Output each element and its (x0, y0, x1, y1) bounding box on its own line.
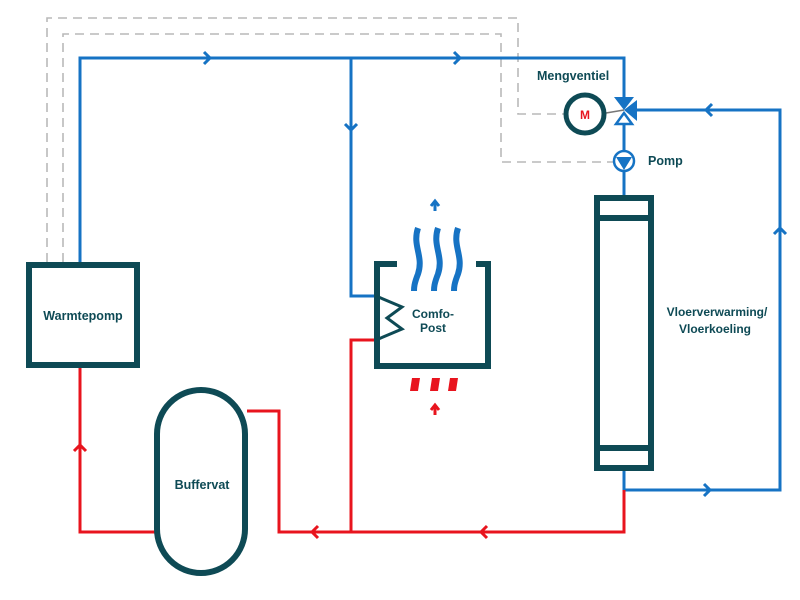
floor-label-line1: Vloerverwarming/ (667, 305, 768, 319)
motor-letter: M (580, 108, 590, 122)
heat-exchanger-coil (375, 294, 406, 342)
arrow-left-icon (703, 102, 714, 118)
valve-triangle-right (624, 100, 637, 121)
pipe-floor-return-loop (622, 108, 782, 492)
valve-triangle-top (614, 97, 634, 110)
heat-pump[interactable]: Warmtepomp (26, 262, 140, 368)
control-lines (46, 17, 615, 262)
comfo-post-label-line1: Comfo- (412, 307, 454, 321)
floor-label-line2: Vloerkoeling (679, 322, 751, 336)
floor-heating-cooling[interactable]: Vloerverwarming/ Vloerkoeling (594, 195, 768, 471)
arrow-up-icon (429, 402, 441, 415)
heat-pump-label: Warmtepomp (43, 309, 123, 323)
comfo-post-housing (374, 261, 491, 369)
comfo-post-label-line2: Post (420, 321, 446, 335)
valve-triangle-bottom (613, 110, 635, 126)
supply-arrows (202, 50, 788, 498)
pump-triangle-icon (616, 157, 632, 170)
buffer-tank-vessel (154, 387, 248, 576)
arrow-up-icon (772, 225, 788, 236)
pump-label: Pomp (648, 154, 683, 168)
motor-circle (563, 92, 607, 136)
cool-air-waves-icon (411, 227, 463, 292)
arrow-down-icon (343, 122, 359, 133)
return-arrows (72, 402, 489, 540)
floor-manifold-outer (594, 195, 654, 471)
mixing-valve-label: Mengventiel (537, 69, 609, 83)
pipe-buffer-to-heatpump (78, 368, 157, 534)
arrow-right-icon (202, 50, 213, 66)
arrow-left-icon (309, 524, 320, 540)
arrow-up-icon (72, 442, 88, 453)
mixing-valve[interactable]: M Mengventiel (537, 69, 637, 136)
control-line-inner (62, 33, 615, 262)
pipe-comfopost-return (349, 338, 376, 532)
warm-air-dashes-icon (410, 378, 458, 391)
arrow-right-icon (702, 482, 713, 498)
buffer-tank-label: Buffervat (175, 478, 231, 492)
pump[interactable]: Pomp (612, 149, 683, 173)
arrow-left-icon (478, 524, 489, 540)
buffer-tank[interactable]: Buffervat (154, 387, 248, 576)
arrow-up-icon (429, 198, 441, 211)
return-pipes (78, 338, 626, 534)
supply-pipes (78, 56, 782, 492)
arrow-right-icon (452, 50, 463, 66)
heat-pump-box (26, 262, 140, 368)
pipe-floor-to-buffer (247, 409, 626, 534)
control-line-outer (46, 17, 565, 262)
comfo-post[interactable]: Comfo- Post (374, 227, 491, 391)
pipe-branch-to-comfopost (349, 58, 376, 298)
